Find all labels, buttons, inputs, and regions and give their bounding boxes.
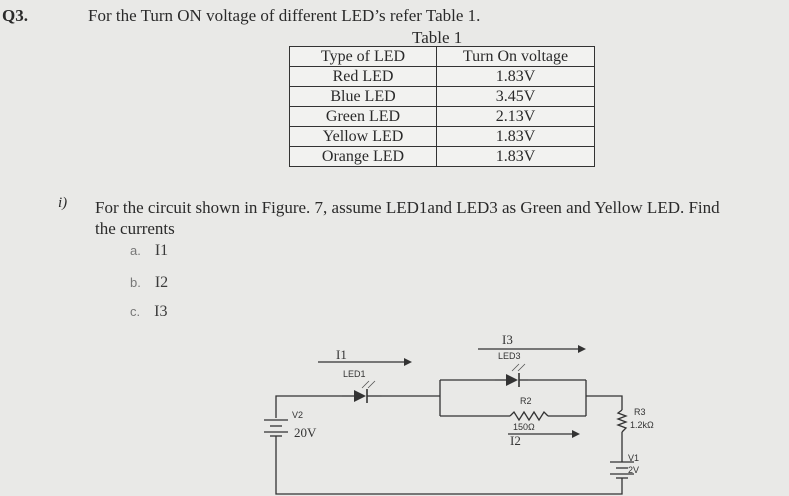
part-text-line1: For the circuit shown in Figure. 7, assu…	[95, 198, 720, 217]
sub-question-c: c. I3	[130, 303, 167, 321]
r3-value: 1.2kΩ	[630, 420, 654, 430]
led-type-cell: Green LED	[289, 106, 437, 127]
table-row: Yellow LED 1.83V	[289, 126, 595, 147]
led-voltage-table: Type of LED Turn On voltage Red LED 1.83…	[289, 46, 595, 167]
table-row: Blue LED 3.45V	[289, 86, 595, 107]
v2-label: V2	[292, 410, 303, 420]
part-label: i)	[58, 195, 68, 211]
led1-symbol	[342, 380, 382, 403]
led3-symbol	[495, 363, 528, 387]
i2-label: I2	[510, 433, 521, 448]
led3-label: LED3	[498, 351, 521, 361]
table-title: Table 1	[412, 28, 463, 47]
sub-question-a: a. I1	[130, 242, 168, 260]
question-text: For the Turn ON voltage of different LED…	[88, 6, 481, 25]
led-type-cell: Orange LED	[289, 146, 437, 167]
sub-label: c.	[130, 304, 141, 319]
led1-label: LED1	[343, 369, 366, 379]
i1-label: I1	[336, 347, 347, 362]
voltage-cell: 1.83V	[436, 126, 595, 147]
sub-value: I1	[154, 242, 169, 259]
voltage-cell: 1.83V	[436, 146, 595, 167]
sub-question-b: b. I2	[130, 274, 168, 292]
wire-top-left	[275, 395, 342, 418]
part-text-line2: the currents	[95, 219, 175, 238]
sub-value: I3	[154, 303, 168, 320]
table-row: Orange LED 1.83V	[289, 146, 595, 167]
wire-bottom	[275, 436, 623, 495]
v1-label: V1	[628, 453, 639, 463]
voltage-cell: 2.13V	[436, 106, 595, 127]
r3-label: R3	[634, 407, 646, 417]
r2-resistor	[509, 410, 549, 422]
i3-label: I3	[502, 332, 513, 347]
sub-label: a.	[130, 243, 141, 258]
r2-value: 150Ω	[513, 422, 535, 432]
wire-to-r3	[586, 395, 623, 410]
i2-arrow-head	[572, 430, 580, 438]
r2-label: R2	[520, 396, 532, 406]
sub-label: b.	[130, 275, 141, 290]
header-led-type: Type of LED	[289, 46, 437, 67]
v1-value: 2V	[628, 465, 639, 475]
led-type-cell: Blue LED	[289, 86, 437, 107]
question-number: Q3.	[2, 6, 28, 25]
sub-value: I2	[154, 274, 169, 291]
i1-arrow-head	[404, 358, 412, 366]
v2-value: 20V	[294, 425, 317, 440]
i3-arrow-head	[578, 345, 586, 353]
table-row: Green LED 2.13V	[289, 106, 595, 127]
r3-resistor	[616, 409, 628, 433]
